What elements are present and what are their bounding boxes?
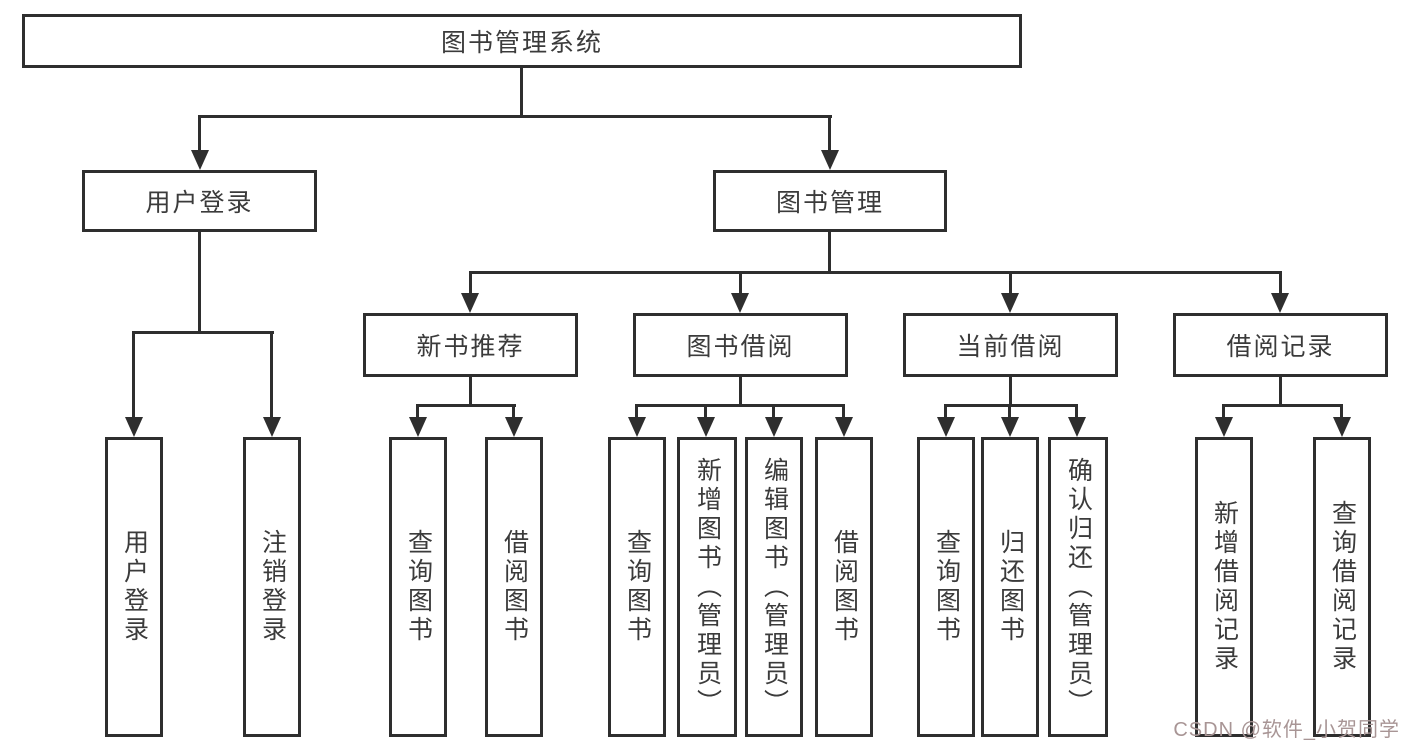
connector-vline <box>828 115 831 152</box>
connector-vline <box>828 232 831 273</box>
connector-vline <box>704 404 707 419</box>
connector-vline <box>469 377 472 407</box>
connector-vline <box>1009 271 1012 295</box>
connector-vline <box>1009 377 1012 407</box>
arrow-down-icon <box>937 417 955 437</box>
arrow-down-icon <box>1001 417 1019 437</box>
leaf-confirm-return-admin: 确认归还（管理员） <box>1048 437 1108 737</box>
connector-vline <box>1279 271 1282 295</box>
leaf-query-books-current: 查询图书 <box>917 437 975 737</box>
arrow-down-icon <box>628 417 646 437</box>
arrow-down-icon <box>263 417 281 437</box>
arrow-down-icon <box>125 417 143 437</box>
connector-hline <box>198 115 832 118</box>
arrow-down-icon <box>1271 293 1289 313</box>
arrow-down-icon <box>731 293 749 313</box>
node-book-management: 图书管理 <box>713 170 947 232</box>
connector-hline <box>635 404 845 407</box>
connector-hline <box>469 271 1282 274</box>
arrow-down-icon <box>505 417 523 437</box>
arrow-down-icon <box>1215 417 1233 437</box>
arrow-down-icon <box>835 417 853 437</box>
connector-vline <box>1279 377 1282 407</box>
node-user-login: 用户登录 <box>82 170 317 232</box>
arrow-down-icon <box>1001 293 1019 313</box>
connector-vline <box>1340 404 1343 419</box>
arrow-down-icon <box>821 150 839 170</box>
leaf-return-books: 归还图书 <box>981 437 1039 737</box>
leaf-edit-books-admin: 编辑图书（管理员） <box>745 437 803 737</box>
arrow-down-icon <box>191 150 209 170</box>
arrow-down-icon <box>1333 417 1351 437</box>
leaf-query-borrow-record: 查询借阅记录 <box>1313 437 1371 737</box>
connector-vline <box>520 68 523 118</box>
leaf-borrow-books-recommend: 借阅图书 <box>485 437 543 737</box>
connector-hline <box>1222 404 1343 407</box>
connector-vline <box>1075 404 1078 419</box>
node-borrowing-records: 借阅记录 <box>1173 313 1388 377</box>
connector-vline <box>198 232 201 334</box>
connector-vline <box>198 115 201 152</box>
node-current-borrowing: 当前借阅 <box>903 313 1118 377</box>
connector-vline <box>1222 404 1225 419</box>
leaf-query-books-borrowing: 查询图书 <box>608 437 666 737</box>
connector-vline <box>739 377 742 407</box>
leaf-query-books-recommend: 查询图书 <box>389 437 447 737</box>
node-book-borrowing: 图书借阅 <box>633 313 848 377</box>
arrow-down-icon <box>765 417 783 437</box>
connector-vline <box>512 404 515 419</box>
connector-hline <box>132 331 274 334</box>
arrow-down-icon <box>697 417 715 437</box>
csdn-watermark: CSDN @软件_小贺同学 <box>1173 719 1400 741</box>
connector-vline <box>772 404 775 419</box>
leaf-borrow-books: 借阅图书 <box>815 437 873 737</box>
arrow-down-icon <box>409 417 427 437</box>
arrow-down-icon <box>461 293 479 313</box>
connector-vline <box>635 404 638 419</box>
connector-vline <box>270 331 273 419</box>
connector-vline <box>944 404 947 419</box>
connector-vline <box>132 331 135 419</box>
leaf-logout: 注销登录 <box>243 437 301 737</box>
node-root-library-system: 图书管理系统 <box>22 14 1022 68</box>
leaf-user-login: 用户登录 <box>105 437 163 737</box>
connector-hline <box>416 404 516 407</box>
leaf-add-books-admin: 新增图书（管理员） <box>677 437 737 737</box>
connector-vline <box>739 271 742 295</box>
connector-vline <box>416 404 419 419</box>
node-new-book-recommendation: 新书推荐 <box>363 313 578 377</box>
arrow-down-icon <box>1068 417 1086 437</box>
connector-hline <box>944 404 1078 407</box>
connector-vline <box>842 404 845 419</box>
connector-vline <box>469 271 472 295</box>
connector-vline <box>1008 404 1011 419</box>
leaf-add-borrow-record: 新增借阅记录 <box>1195 437 1253 737</box>
